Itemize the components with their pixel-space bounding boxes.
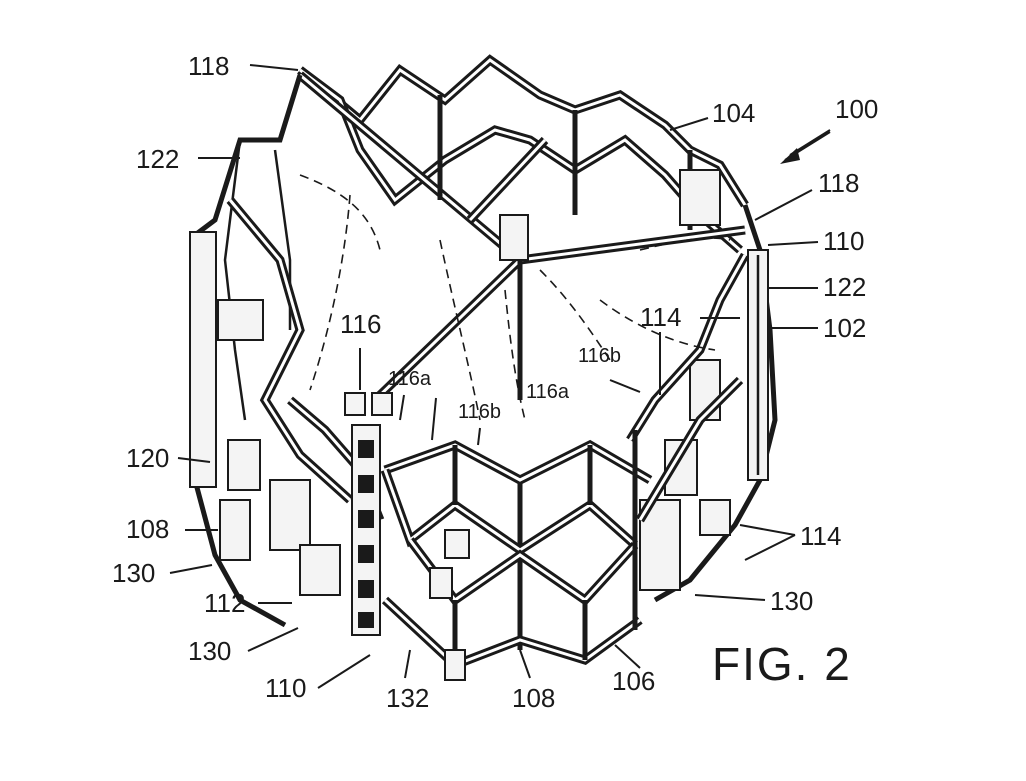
label-116b-right: 116b <box>578 345 621 367</box>
label-118-right: 118 <box>818 168 859 198</box>
label-108-bottom: 108 <box>512 683 555 713</box>
upper-crown-zigzag <box>297 54 749 254</box>
figure-caption: FIG. 2 <box>712 638 852 690</box>
label-122-right: 122 <box>823 272 866 302</box>
label-116b-center: 116b <box>458 401 501 423</box>
label-108-left: 108 <box>126 514 169 544</box>
label-104: 104 <box>712 98 755 128</box>
stent-frame-drawing <box>189 54 778 681</box>
left-side-wall <box>189 74 385 628</box>
label-110-right: 110 <box>823 226 864 256</box>
label-116a-center: 116a <box>526 381 570 403</box>
label-114-upper: 114 <box>640 302 681 332</box>
label-106: 106 <box>612 666 655 696</box>
label-116-left: 116 <box>340 309 381 339</box>
label-100: 100 <box>835 94 878 124</box>
label-116a: 116a <box>388 368 432 390</box>
label-112: 112 <box>204 588 245 618</box>
leader-lines <box>169 64 831 689</box>
label-120: 120 <box>126 443 169 473</box>
right-side-wall <box>626 204 778 630</box>
label-110-bottom: 110 <box>265 673 306 703</box>
commissure-post-left <box>344 392 393 636</box>
label-102: 102 <box>823 313 866 343</box>
label-114-lower: 114 <box>800 521 841 551</box>
label-130-left: 130 <box>112 558 155 588</box>
label-130-bottom-left: 130 <box>188 636 231 666</box>
lower-diamond-lattice <box>380 439 653 681</box>
vertical-posts <box>437 95 721 650</box>
label-132: 132 <box>386 683 429 713</box>
diagonal-struts <box>297 71 746 404</box>
label-130-right: 130 <box>770 586 813 616</box>
label-118-top-left: 118 <box>188 51 229 81</box>
reference-numerals: 118 122 104 100 118 110 122 102 114 116 … <box>112 51 878 713</box>
label-122-left: 122 <box>136 144 179 174</box>
